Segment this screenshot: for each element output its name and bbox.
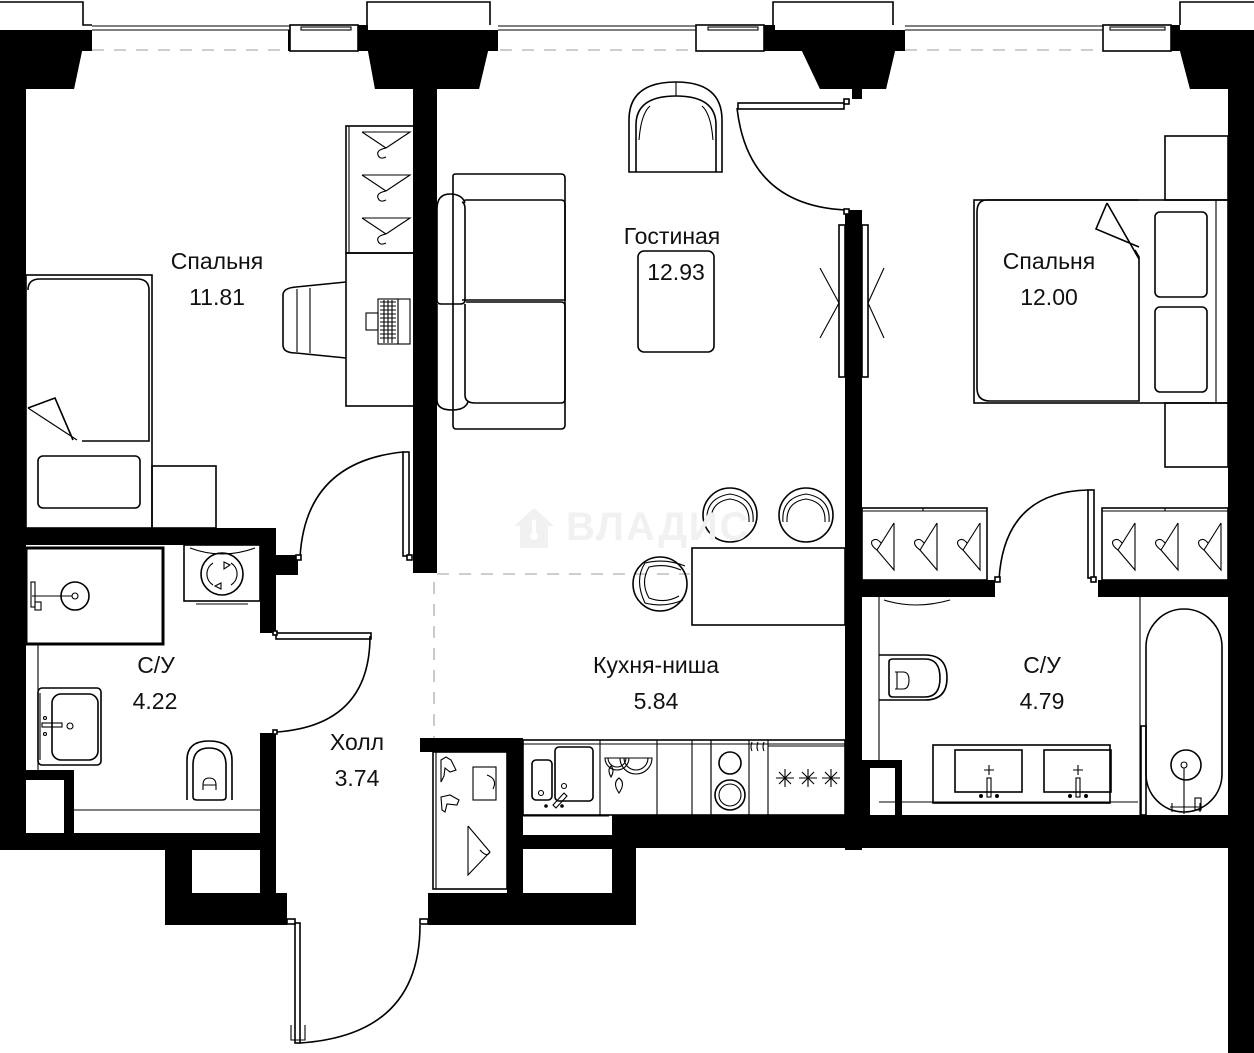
laptop-icon: [365, 298, 411, 345]
bar-stool-icon: [778, 487, 834, 543]
door-swing-icon: [994, 489, 1097, 583]
desk-icon: [345, 252, 426, 407]
room-area-hall: 3.74: [334, 765, 380, 791]
single-bed-icon: [25, 274, 153, 529]
room-label-bathroom-left: С/У: [137, 652, 175, 678]
shower-icon: [24, 546, 165, 646]
bar-stool-icon: [702, 487, 758, 543]
room-area-living-room: 12.93: [647, 259, 705, 285]
double-bed-icon: [973, 199, 1229, 404]
kitchen-counter: [522, 739, 846, 817]
nightstand-icon: [1164, 402, 1229, 468]
cooktop-icon: [767, 740, 845, 815]
toilet-icon: [879, 654, 948, 701]
room-area-bedroom-right: 12.00: [1020, 284, 1078, 310]
wardrobe-hanger-icon: [1101, 507, 1229, 581]
room-label-kitchen-niche: Кухня-ниша: [592, 652, 720, 678]
office-chair-icon: [282, 281, 347, 359]
nightstand-icon: [1164, 135, 1229, 201]
toilet-icon: [186, 740, 233, 801]
room-label-living-room: Гостиная: [623, 223, 721, 249]
walls-structural: [0, 25, 1254, 925]
oven-icon: [710, 739, 765, 816]
door-swing-icon: [736, 98, 850, 215]
armchair-icon: [628, 81, 723, 173]
door-swing-icon: [272, 630, 372, 735]
washbasin-icon: [37, 687, 102, 766]
room-label-bedroom-left: Спальня: [170, 248, 264, 274]
nightstand-icon: [151, 465, 217, 529]
house-key-icon: [514, 507, 554, 548]
sofa-icon: [436, 173, 566, 430]
watermark-text: ВЛАДИС: [566, 505, 751, 549]
room-area-bedroom-left: 11.81: [189, 284, 245, 310]
room-label-hall: Холл: [329, 729, 385, 755]
window-icon: [0, 1, 1254, 52]
wardrobe-hanger-icon: [861, 507, 988, 581]
door-swing-icon: [286, 918, 429, 1044]
kitchen-sink-icon: [531, 746, 594, 809]
bathtub-icon: [1139, 597, 1223, 816]
door-swing-icon: [295, 451, 413, 561]
room-area-kitchen-niche: 5.84: [633, 688, 679, 714]
watermark: ВЛАДИС: [512, 505, 750, 550]
shoe-rack-icon: [432, 751, 508, 890]
room-area-bathroom-right: 4.79: [1019, 688, 1065, 714]
radiator-icon: [819, 224, 885, 378]
double-vanity-icon: [879, 744, 1138, 804]
room-label-bathroom-right: С/У: [1023, 652, 1061, 678]
bar-counter-icon: [691, 547, 846, 626]
washing-machine-icon: [183, 544, 261, 605]
dishwasher-icon: [599, 740, 653, 815]
room-area-bathroom-left: 4.22: [132, 688, 178, 714]
room-label-bedroom-right: Спальня: [1002, 248, 1096, 274]
coffee-table-icon: [637, 250, 715, 353]
washing-machine-door: [883, 599, 951, 606]
bar-stool-icon: [632, 556, 688, 612]
